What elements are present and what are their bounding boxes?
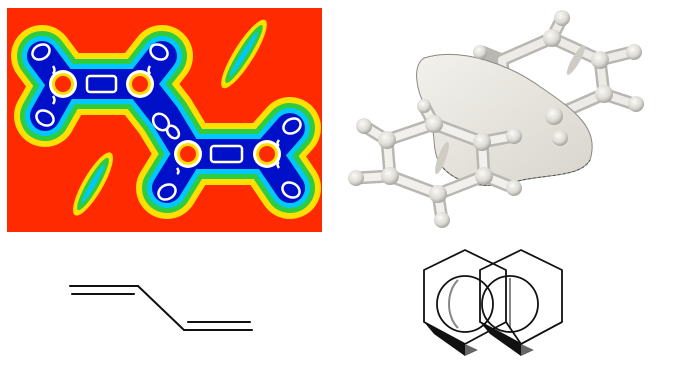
density-map xyxy=(7,8,322,232)
ring-shadow-left xyxy=(448,279,459,329)
atom-core xyxy=(49,70,77,98)
inner-lobe xyxy=(435,141,449,175)
ring-circle-right xyxy=(481,275,539,333)
single-bond-center xyxy=(137,285,185,331)
wedge-left xyxy=(424,322,465,356)
overlapping-rings-panel xyxy=(418,248,568,364)
overlapping-rings xyxy=(423,249,563,356)
ring-circle-left xyxy=(436,275,494,333)
atom-core xyxy=(126,70,154,98)
carbon-centres xyxy=(49,70,281,168)
wedge-left-shade xyxy=(465,344,478,356)
skeletal-formula xyxy=(69,285,253,331)
bond-contour xyxy=(209,144,244,164)
density-map-panel xyxy=(7,8,322,232)
wedge-right xyxy=(480,322,521,356)
skeletal-formula-panel xyxy=(60,272,260,342)
atom-bulbs xyxy=(348,10,644,228)
hexagon-lower-edge xyxy=(505,321,563,346)
contour-loops xyxy=(31,43,302,201)
bond-contour xyxy=(85,74,118,94)
isosurface-render xyxy=(348,10,644,228)
atom-core xyxy=(253,140,281,168)
diagonal-streak-top-right xyxy=(221,19,267,89)
wedge-right-shade xyxy=(521,344,534,356)
atom-core xyxy=(174,140,202,168)
diagonal-streak-bottom-left xyxy=(73,152,113,216)
isosurface-panel xyxy=(342,8,672,234)
inner-lobe xyxy=(566,45,586,75)
